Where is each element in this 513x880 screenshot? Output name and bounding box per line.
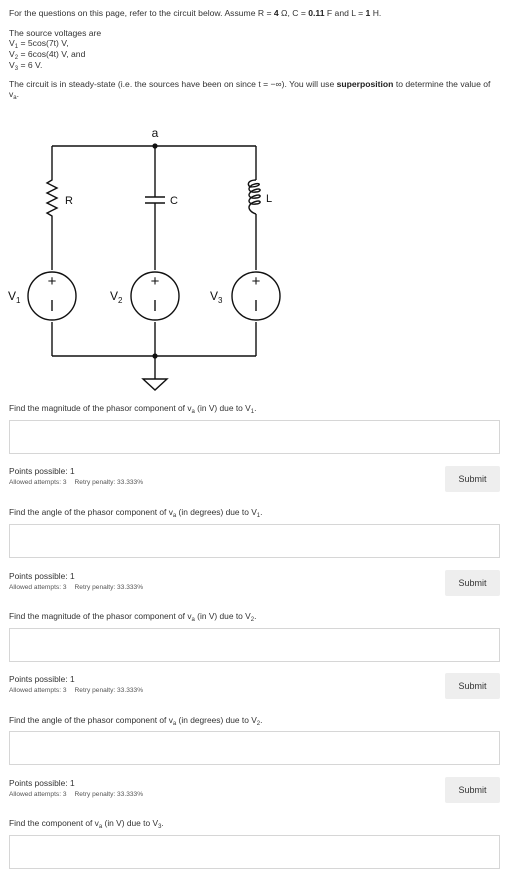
v3-plus-sign: + (252, 273, 261, 290)
v1-source-label: V1 (8, 289, 21, 305)
node-a-label: a (152, 126, 159, 140)
submit-button-2[interactable]: Submit (445, 570, 500, 596)
question-3-text: Find the magnitude of the phasor compone… (9, 611, 257, 623)
sources-heading: The source voltages are (9, 27, 102, 38)
answer-field-3[interactable] (9, 628, 500, 662)
answer-input-1[interactable] (10, 421, 499, 453)
points-possible-2: Points possible: 1 (9, 571, 75, 581)
answer-input-2[interactable] (10, 525, 499, 557)
answer-input-5[interactable] (10, 836, 499, 868)
answer-field-4[interactable] (9, 731, 500, 765)
question-4-text: Find the angle of the phasor component o… (9, 715, 263, 727)
answer-field-1[interactable] (9, 420, 500, 454)
question-1-text: Find the magnitude of the phasor compone… (9, 403, 257, 415)
circuit-diagram: a R + V1 C + V2 L + V3 (8, 126, 281, 391)
v1-plus-sign: + (48, 273, 57, 290)
source-v1: V1 = 5cos(7t) V, (9, 38, 69, 51)
v2-plus-sign: + (151, 273, 160, 290)
question-5-text: Find the component of va (in V) due to V… (9, 818, 164, 830)
answer-input-3[interactable] (10, 629, 499, 661)
steady-state-text: The circuit is in steady-state (i.e. the… (9, 78, 491, 102)
resistor-label: R (65, 195, 73, 207)
points-possible-3: Points possible: 1 (9, 674, 75, 684)
v3-source-label: V3 (210, 289, 223, 305)
ground-symbol (141, 356, 169, 391)
submit-button-1[interactable]: Submit (445, 466, 500, 492)
assumptions-text: For the questions on this page, refer to… (9, 8, 382, 18)
answer-field-5[interactable] (9, 835, 500, 869)
points-possible-1: Points possible: 1 (9, 466, 75, 476)
voltage-source-v2 (130, 271, 180, 321)
circuit-rails (52, 145, 256, 357)
capacitor-C (145, 196, 165, 204)
problem-intro: For the questions on this page, refer to… (9, 8, 504, 102)
submit-button-4[interactable]: Submit (445, 777, 500, 803)
source-v3: V3 = 6 V. (9, 59, 43, 72)
capacitor-label: C (170, 195, 178, 207)
answer-input-4[interactable] (10, 732, 499, 764)
inductor-L (247, 179, 261, 215)
points-possible-4: Points possible: 1 (9, 778, 75, 788)
submit-button-3[interactable]: Submit (445, 673, 500, 699)
resistor-R (45, 146, 59, 356)
v2-source-label: V2 (110, 289, 123, 305)
source-v2: V2 = 6cos(4t) V, and (9, 49, 86, 62)
question-2-text: Find the angle of the phasor component o… (9, 507, 263, 519)
inductor-label: L (266, 193, 272, 205)
answer-field-2[interactable] (9, 524, 500, 558)
voltage-source-v1 (27, 271, 77, 321)
voltage-source-v3 (231, 271, 281, 321)
